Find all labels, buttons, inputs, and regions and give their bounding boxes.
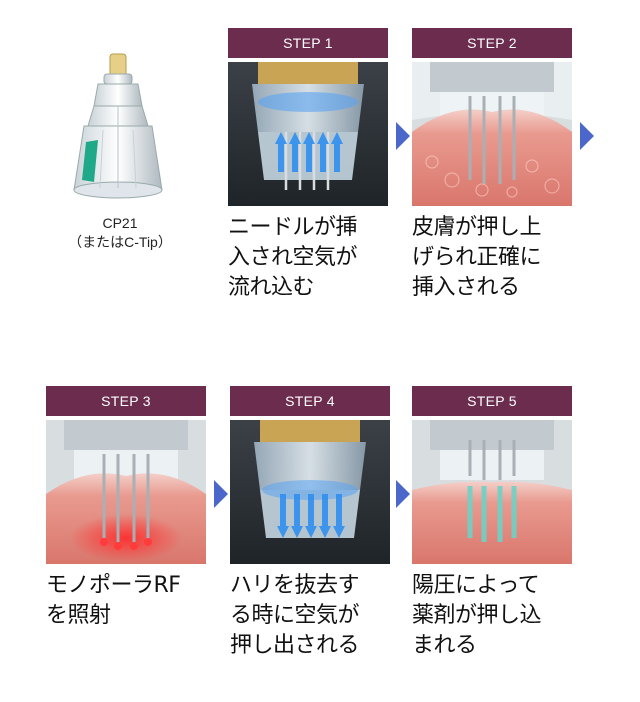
step-2-label: STEP 2 xyxy=(412,28,572,58)
step-5-label: STEP 5 xyxy=(412,386,572,416)
step-3-label: STEP 3 xyxy=(46,386,206,416)
product-name: CP21 xyxy=(102,215,138,231)
arrow-right-icon xyxy=(396,122,410,150)
arrow-right-icon xyxy=(214,480,228,508)
step-2: STEP 2 皮膚が押し上 げられ正確に 挿入される xyxy=(412,28,572,303)
step-3-image xyxy=(46,420,206,564)
product-label: CP21 （またはC-Tip） xyxy=(40,214,200,252)
step-1-image xyxy=(228,62,388,206)
step-2-image xyxy=(412,62,572,206)
step-4-label: STEP 4 xyxy=(230,386,390,416)
cp21-tip-illustration xyxy=(73,53,163,199)
step-4-caption: ハリを抜去す る時に空気が 押し出される xyxy=(230,573,360,658)
step-5-image xyxy=(412,420,572,564)
step-1-caption: ニードルが挿 入され空気が 流れ込む xyxy=(228,215,358,300)
step-2-caption: 皮膚が押し上 げられ正確に 挿入される xyxy=(412,215,542,300)
step-4: STEP 4 ハリを抜去す る時に空気が 押し出される xyxy=(230,386,390,661)
step-4-image xyxy=(230,420,390,564)
step-3: STEP 3 モノポーラRF を照射 xyxy=(46,386,206,631)
step-1-label: STEP 1 xyxy=(228,28,388,58)
step-3-caption: モノポーラRF を照射 xyxy=(46,573,181,628)
step-1: STEP 1 ニードルが挿 入され空気が 流れ込む xyxy=(228,28,388,303)
arrow-right-icon xyxy=(396,480,410,508)
product-alt-name: （またはC-Tip） xyxy=(68,234,172,250)
step-5: STEP 5 陽圧によって 薬剤が押し込 まれる xyxy=(412,386,572,661)
arrow-right-icon xyxy=(580,122,594,150)
step-5-caption: 陽圧によって 薬剤が押し込 まれる xyxy=(412,573,542,658)
